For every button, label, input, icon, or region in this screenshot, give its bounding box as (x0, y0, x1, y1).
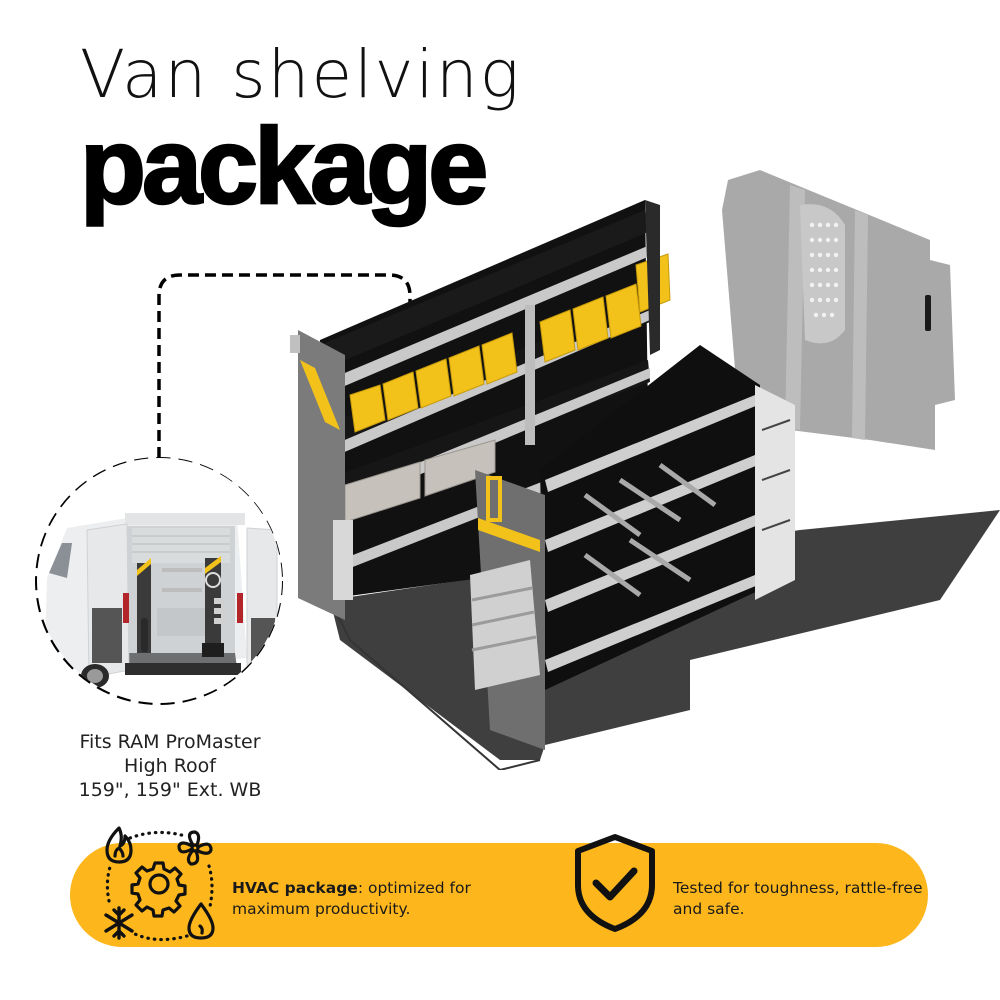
caption-line-1: Fits RAM ProMaster (79, 731, 261, 753)
caption-line-3: 159", 159" Ext. WB (78, 779, 262, 801)
compatibility-caption: Fits RAM ProMaster High Roof 159", 159" … (20, 730, 320, 802)
front-shelf-unit (470, 345, 795, 750)
shelving-render (290, 170, 1000, 770)
van-inset-photo (37, 458, 282, 703)
feature-hvac: HVAC package: optimized for maximum prod… (232, 878, 532, 920)
title-line-1: Van shelving (80, 36, 522, 113)
hvac-cycle-icon (104, 826, 215, 942)
feature-tested: Tested for toughness, rattle-free and sa… (673, 879, 923, 918)
feature-hvac-title: HVAC package (232, 879, 358, 897)
caption-line-2: High Roof (124, 755, 216, 777)
shield-check-icon (575, 834, 655, 932)
partition-panel (722, 170, 955, 450)
feature-hvac-text: : optimized for maximum productivity. (232, 879, 471, 918)
title-line-2: package (79, 105, 490, 226)
van-rear-illustration (37, 458, 282, 703)
